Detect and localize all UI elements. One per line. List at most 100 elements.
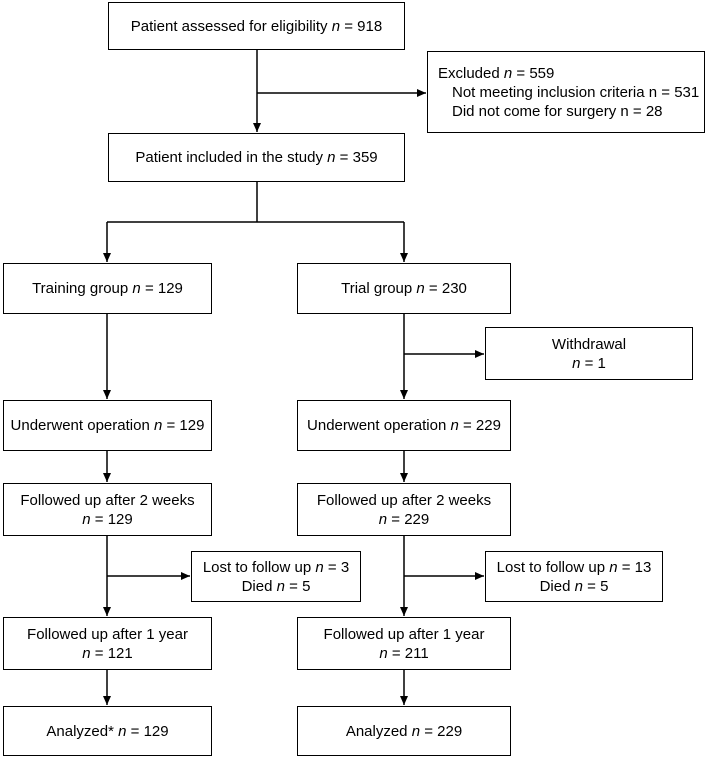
n-symbol: n	[416, 280, 425, 297]
training-died-line: Died n = 5	[242, 577, 311, 596]
training-followup-2w-label: Followed up after 2 weeks	[20, 491, 195, 509]
training-lost-line: Lost to follow up n = 3	[203, 558, 349, 577]
n-symbol: n	[132, 280, 141, 297]
equals-sign: =	[587, 577, 596, 595]
trial-analyzed-count: 229	[437, 722, 463, 740]
training-group-count: 129	[157, 280, 183, 297]
equals-sign: =	[94, 510, 104, 528]
box-training-lost: Lost to follow up n = 3 Died n = 5	[191, 551, 361, 602]
training-group-label: Training group	[32, 280, 129, 297]
equals-sign: =	[144, 280, 154, 297]
trial-analyzed-label: Analyzed	[345, 722, 408, 740]
excluded-reason-no-surgery: Did not come for surgery n = 28	[452, 102, 663, 120]
box-trial-lost: Lost to follow up n = 13 Died n = 5	[485, 551, 663, 602]
n-symbol: n	[327, 149, 336, 166]
n-symbol: n	[574, 577, 583, 595]
included-label: Patient included in the study	[135, 149, 323, 166]
equals-sign: =	[391, 644, 401, 662]
box-excluded: Excluded n = 559 Not meeting inclusion c…	[427, 51, 705, 133]
trial-operation-label: Underwent operation	[307, 417, 447, 434]
excluded-label: Excluded	[438, 64, 500, 82]
n-symbol: n	[378, 510, 388, 528]
withdrawal-count: 1	[597, 354, 606, 372]
n-symbol: n	[315, 558, 324, 576]
training-group-text: Training group n = 129	[32, 279, 183, 298]
trial-followup-1y-label: Followed up after 1 year	[323, 625, 485, 643]
equals-sign: =	[462, 417, 472, 434]
excluded-count: 559	[529, 64, 555, 82]
excluded-heading: Excluded n = 559	[438, 64, 554, 83]
equals-sign: =	[327, 558, 337, 576]
trial-group-text: Trial group n = 230	[341, 279, 467, 298]
box-trial-operation: Underwent operation n = 229	[297, 400, 511, 451]
training-operation-text: Underwent operation n = 129	[11, 416, 205, 435]
equals-sign: =	[391, 510, 401, 528]
box-trial-followup-2w: Followed up after 2 weeks n = 229	[297, 483, 511, 536]
included-count: 359	[352, 149, 378, 166]
n-symbol: n	[118, 722, 127, 740]
training-lost-label: Lost to follow up	[202, 558, 312, 576]
trial-group-count: 230	[441, 280, 467, 297]
trial-died-line: Died n = 5	[540, 577, 609, 596]
n-symbol: n	[331, 17, 341, 35]
equals-sign: =	[344, 17, 353, 35]
n-symbol: n	[572, 354, 581, 372]
assessed-count: 918	[357, 17, 383, 35]
trial-followup-1y-count: 211	[404, 644, 429, 662]
equals-sign: =	[94, 644, 104, 662]
trial-lost-label: Lost to follow up	[496, 558, 606, 576]
withdrawal-count-line: n = 1	[572, 354, 606, 373]
trial-operation-text: Underwent operation n = 229	[307, 416, 501, 435]
n-symbol: n	[82, 644, 91, 662]
box-trial-analyzed: Analyzed n = 229	[297, 706, 511, 756]
training-operation-label: Underwent operation	[10, 417, 150, 434]
training-followup-1y-label: Followed up after 1 year	[27, 625, 188, 643]
withdrawal-label: Withdrawal	[551, 335, 627, 353]
training-died-count: 5	[302, 577, 311, 595]
trial-followup-1y-count-line: n = 211	[379, 644, 428, 663]
trial-died-label: Died	[539, 577, 571, 595]
training-died-label: Died	[241, 577, 273, 595]
equals-sign: =	[339, 149, 349, 166]
equals-sign: =	[130, 722, 140, 740]
box-training-analyzed: Analyzed* n = 129	[3, 706, 212, 756]
equals-sign: =	[166, 417, 176, 434]
n-symbol: n	[153, 417, 163, 434]
trial-analyzed-text: Analyzed n = 229	[346, 722, 462, 741]
equals-sign: =	[424, 722, 433, 740]
trial-group-label: Trial group	[341, 280, 413, 297]
n-symbol: n	[379, 644, 388, 662]
equals-sign: =	[516, 64, 526, 82]
training-followup-1y-count-line: n = 121	[82, 644, 132, 663]
n-symbol: n	[276, 577, 285, 595]
box-training-operation: Underwent operation n = 129	[3, 400, 212, 451]
training-analyzed-text: Analyzed* n = 129	[46, 722, 168, 741]
box-training-group: Training group n = 129	[3, 263, 212, 314]
n-symbol: n	[609, 558, 618, 576]
training-lost-count: 3	[340, 558, 350, 576]
box-training-followup-2w: Followed up after 2 weeks n = 129	[3, 483, 212, 536]
equals-sign: =	[428, 280, 438, 297]
trial-lost-line: Lost to follow up n = 13	[497, 558, 652, 577]
training-followup-1y-count: 121	[107, 644, 133, 662]
trial-followup-2w-count-line: n = 229	[379, 510, 429, 529]
training-followup-2w-count-line: n = 129	[82, 510, 132, 529]
box-assessed: Patient assessed for eligibility n = 918	[108, 2, 405, 50]
training-analyzed-label: Analyzed*	[46, 722, 114, 740]
n-symbol: n	[411, 722, 421, 740]
trial-followup-2w-label: Followed up after 2 weeks	[316, 491, 492, 509]
equals-sign: =	[621, 558, 631, 576]
box-withdrawal: Withdrawal n = 1	[485, 327, 693, 380]
box-included: Patient included in the study n = 359	[108, 133, 405, 182]
training-followup-2w-count: 129	[107, 510, 133, 528]
trial-followup-2w-count: 229	[404, 510, 430, 528]
box-trial-followup-1y: Followed up after 1 year n = 211	[297, 617, 511, 670]
box-trial-group: Trial group n = 230	[297, 263, 511, 314]
trial-lost-count: 13	[634, 558, 652, 576]
n-symbol: n	[450, 417, 459, 434]
training-operation-count: 129	[179, 417, 205, 434]
excluded-reason-criteria: Not meeting inclusion criteria n = 531	[452, 83, 700, 101]
trial-operation-count: 229	[475, 417, 501, 434]
